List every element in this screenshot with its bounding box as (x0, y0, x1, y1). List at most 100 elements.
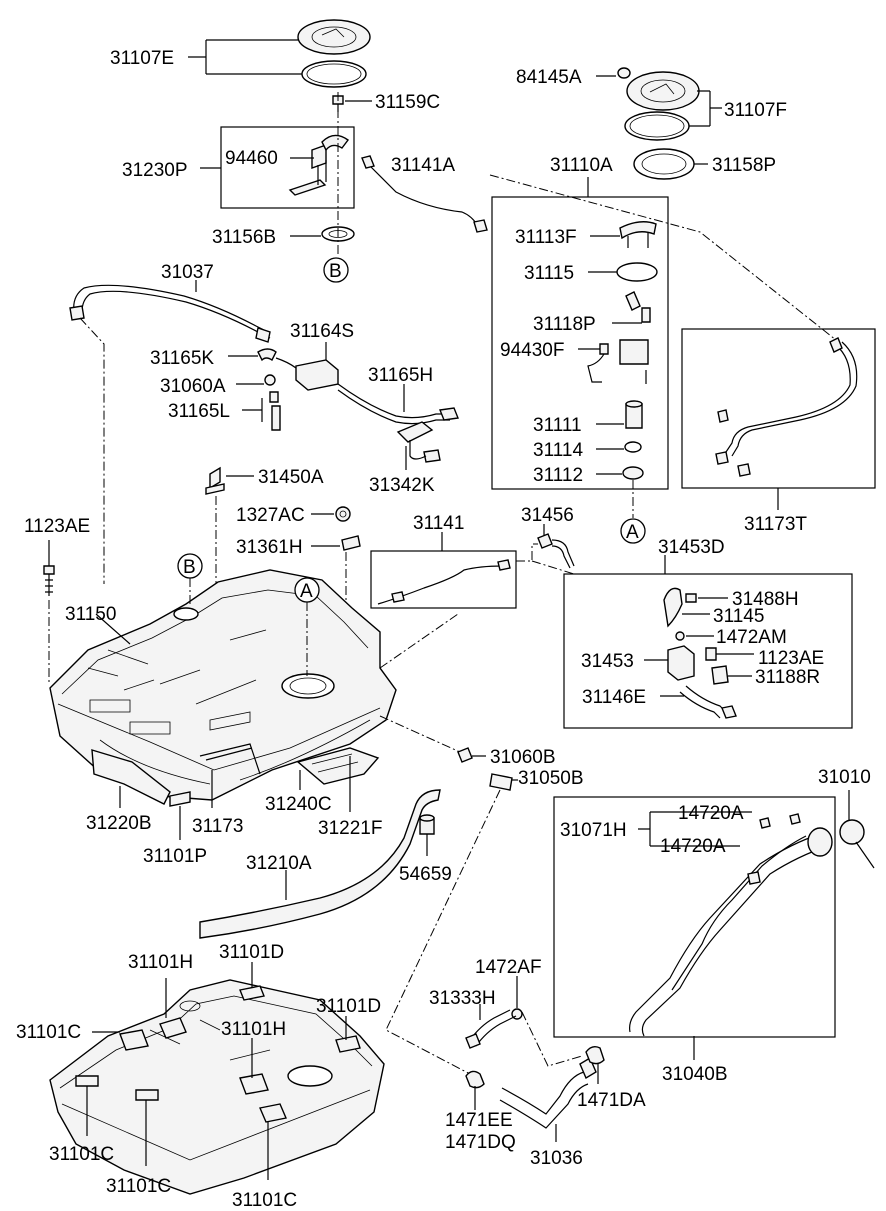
label-31165L: 31165L (168, 401, 230, 422)
label-31333H: 31333H (429, 988, 496, 1009)
label-31071H: 31071H (560, 820, 627, 841)
part-94430f-pump-module (587, 339, 649, 384)
label-31164S: 31164S (290, 321, 354, 342)
part-1471ee-clamp (465, 1070, 485, 1089)
label-31010: 31010 (818, 767, 871, 788)
part-31173t-harness (715, 337, 858, 477)
label-31450A: 31450A (258, 467, 324, 488)
label-1472AM: 1472AM (716, 627, 787, 648)
label-31101H-top: 31101H (128, 952, 193, 973)
label-31221F: 31221F (318, 818, 382, 839)
part-31107f-plate (626, 71, 700, 111)
label-1471DA: 1471DA (577, 1090, 646, 1111)
label-31107E: 31107E (110, 48, 174, 69)
part-31101p-pad (169, 791, 191, 807)
part-31361h-clip (341, 535, 361, 551)
label-31146E: 31146E (582, 687, 646, 708)
label-84145A: 84145A (516, 67, 582, 88)
label-31115: 31115 (524, 263, 574, 284)
label-31060A: 31060A (160, 376, 226, 397)
part-31173-tube (199, 743, 261, 775)
part-31165h-hose (337, 383, 459, 425)
part-31150-fuel-tank (49, 569, 397, 801)
label-31456: 31456 (521, 505, 574, 526)
part-31456-hose (537, 533, 575, 569)
label-31361H: 31361H (236, 537, 303, 558)
part-31037-vapor-hose (69, 284, 271, 343)
part-31164s-canister (295, 342, 339, 391)
part-31342k-valve (396, 421, 441, 463)
part-31113f-flange (619, 221, 657, 248)
label-14720A-upper: 14720A (678, 803, 744, 824)
callout-A-tank: A (300, 581, 313, 602)
part-31158p-ring (633, 148, 695, 180)
label-31101H-mid: 31101H (221, 1019, 286, 1040)
label-31240C: 31240C (265, 794, 332, 815)
part-94460-pump-unit (288, 134, 349, 196)
label-1123AE-right: 1123AE (758, 648, 824, 669)
part-31488h-clip (685, 593, 697, 603)
part-31107f-ring (624, 111, 690, 141)
part-31146e-hose (679, 685, 737, 719)
label-31220B: 31220B (86, 813, 152, 834)
label-31101C-bc: 31101C (106, 1176, 171, 1197)
label-31112: 31112 (533, 465, 583, 486)
label-31141: 31141 (413, 513, 464, 534)
part-31107e-ring (301, 60, 367, 88)
label-31158P: 31158P (712, 155, 776, 176)
label-1471EE: 1471EE (445, 1110, 513, 1131)
label-31036: 31036 (530, 1148, 583, 1169)
part-31060a-clip (264, 374, 276, 386)
label-31118P: 31118P (533, 314, 596, 335)
part-1472am-clamp (675, 631, 685, 641)
label-94460: 94460 (225, 148, 278, 169)
box-31110A (491, 196, 669, 490)
label-31230P: 31230P (122, 160, 188, 181)
label-31111: 31111 (533, 415, 582, 436)
part-31210a-strap (199, 789, 441, 939)
label-31173T: 31173T (744, 514, 807, 535)
part-31220b-shield (91, 749, 171, 805)
label-31453D: 31453D (658, 537, 725, 558)
label-31101C-br: 31101C (232, 1190, 297, 1211)
label-31453: 31453 (581, 651, 634, 672)
label-31141A: 31141A (391, 155, 455, 176)
label-31050B: 31050B (518, 768, 584, 789)
label-31101D-top: 31101D (219, 942, 284, 963)
part-31240c-heat-shield (296, 747, 380, 785)
part-31050b-hose (489, 773, 513, 791)
part-31010-fuel-cap (839, 819, 875, 869)
label-31107F: 31107F (724, 100, 787, 121)
part-31165k-hose (257, 348, 297, 369)
label-1472AF: 1472AF (475, 957, 542, 978)
part-31141-wire (377, 559, 511, 605)
part-84145a-cap (617, 67, 631, 79)
label-31040B: 31040B (662, 1064, 728, 1085)
part-31141a-wire (361, 155, 488, 233)
part-31118p-sender (625, 291, 651, 323)
part-1471da-clamp (585, 1045, 605, 1065)
label-31159C: 31159C (375, 92, 440, 113)
label-31101D-right: 31101D (316, 996, 381, 1017)
part-31333h-hose (465, 1009, 517, 1049)
label-31156B: 31156B (212, 227, 276, 248)
part-31165l-hose (269, 391, 281, 431)
label-31060B: 31060B (490, 747, 556, 768)
callout-B-tank: B (183, 557, 196, 578)
label-1327AC: 1327AC (236, 505, 305, 526)
part-31101-pads (75, 985, 361, 1123)
part-31453-valve-body (667, 645, 695, 681)
part-31115-ring (616, 262, 658, 282)
box-31141 (370, 550, 517, 609)
label-94430F: 94430F (500, 340, 564, 361)
label-31113F: 31113F (515, 227, 577, 248)
label-31210A: 31210A (246, 853, 312, 874)
callout-A-right: A (626, 522, 639, 543)
part-1327ac-nut (335, 506, 351, 522)
label-54659: 54659 (399, 864, 452, 885)
label-31165K: 31165K (150, 348, 214, 369)
label-31165H: 31165H (368, 365, 433, 386)
part-1123ae-screw-right (705, 647, 754, 661)
